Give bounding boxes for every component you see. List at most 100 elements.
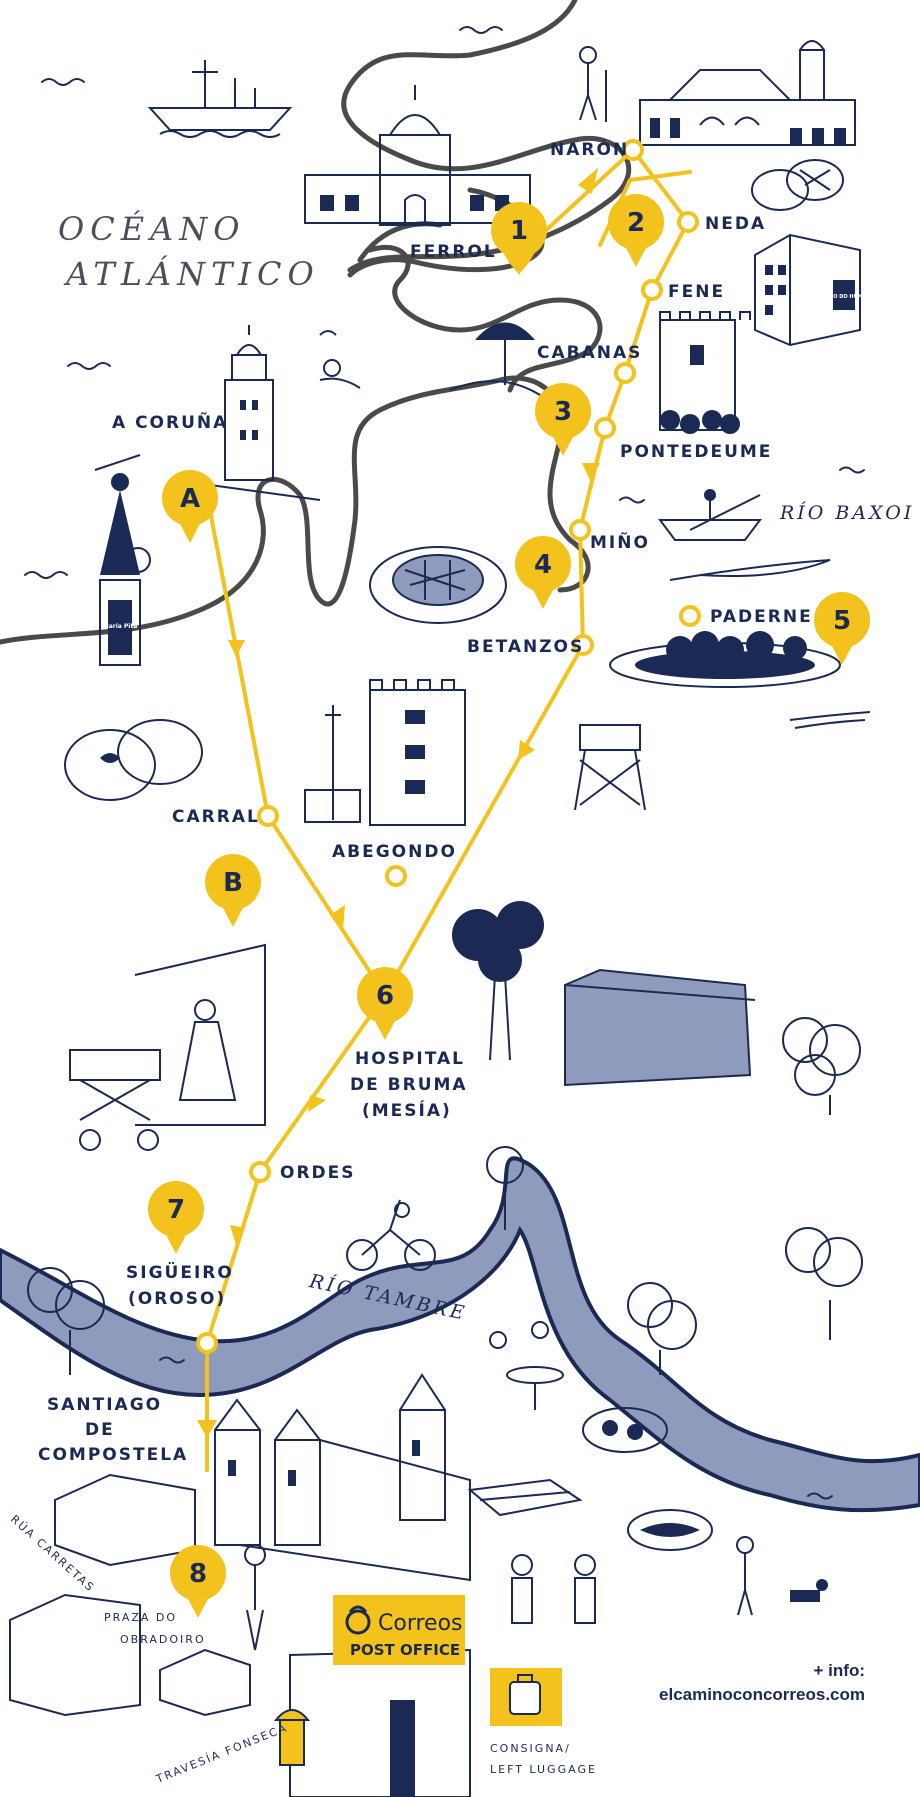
place-label-santiago-line3: COMPOSTELA <box>38 1445 188 1465</box>
cyclist-illustration <box>346 1199 436 1271</box>
waypoint-betanzos[interactable] <box>572 634 594 656</box>
stage-pin-3-label: 3 <box>554 397 572 427</box>
waypoint-abegondo[interactable] <box>385 865 407 887</box>
stage-pin-a-label: A <box>180 484 200 514</box>
trees-right-illustration <box>27 1017 863 1375</box>
waypoint-mino[interactable] <box>569 519 591 541</box>
stage-pin-a[interactable]: A <box>162 470 218 543</box>
mural-illustration <box>69 943 266 1151</box>
place-label-carral: CARRAL <box>172 807 260 827</box>
correos-post-office[interactable]: Correos POST OFFICE <box>333 1595 465 1665</box>
watchtower-illustration <box>574 724 646 811</box>
correos-brand: Correos <box>378 1611 463 1636</box>
info-url[interactable]: elcaminoconcorreos.com <box>659 1685 865 1704</box>
route-arrow-pontedeume-mino <box>582 463 600 480</box>
place-label-cabanas: CABANAS <box>537 343 642 363</box>
maria-pita-statue-illustration: María Pita <box>94 454 151 666</box>
stage-pin-1-label: 1 <box>510 216 528 246</box>
rio-tambre <box>0 1156 920 1513</box>
betanzos-monuments-illustration <box>304 679 466 826</box>
place-label-neda: NEDA <box>705 214 766 234</box>
sea-waves <box>24 26 865 1500</box>
pilgrim-naron-illustration <box>579 46 607 122</box>
route-arrow-sigueiro-santiago <box>197 1420 217 1438</box>
museo-do-humor-illustration: MUSEO DO HUMOR <box>754 233 871 347</box>
tortilla-illustration <box>369 546 507 624</box>
cafe-pilgrims-illustration <box>489 1321 564 1410</box>
place-label-santiago-line2: DE <box>85 1420 115 1440</box>
place-label-pontedeume: PONTEDEUME <box>620 442 772 462</box>
stage-pin-7[interactable]: 7 <box>148 1181 204 1254</box>
place-label-mino: MIÑO <box>590 530 650 553</box>
stage-pin-b-label: B <box>223 868 243 898</box>
place-labels: NARÓN NEDA FERROL FENE CABANAS PONTEDEUM… <box>38 138 811 1646</box>
waypoint-pontedeume[interactable] <box>594 417 616 439</box>
paderne-trees-illustration <box>609 631 871 729</box>
pilgrims-santiago-illustration <box>244 1544 596 1651</box>
place-label-praza-line2: OBRADOIRO <box>120 1633 206 1646</box>
stage-pin-5[interactable]: 5 <box>814 592 870 665</box>
waypoints <box>196 139 701 1354</box>
stage-pins: 1 2 3 4 5 6 7 <box>148 194 870 1618</box>
pontedeume-tower-illustration <box>659 311 751 434</box>
stage-pin-8[interactable]: 8 <box>170 1545 226 1618</box>
stage-pin-4-label: 4 <box>534 550 552 580</box>
waypoint-cabanas[interactable] <box>614 362 636 384</box>
left-luggage-label-line2: LEFT LUGGAGE <box>490 1763 597 1776</box>
place-label-sigueiro-line1: SIGÜEIRO <box>126 1261 234 1283</box>
stage-pin-1[interactable]: 1 <box>491 202 547 275</box>
place-label-ordes: ORDES <box>280 1163 356 1183</box>
info-label: + info: <box>814 1661 865 1680</box>
statue-plinth-label: María Pita <box>103 623 138 630</box>
waypoint-carral[interactable] <box>257 805 279 827</box>
left-luggage-label-line1: CONSIGNA/ <box>490 1742 571 1755</box>
rowing-boat-illustration <box>658 489 831 581</box>
stage-pin-2[interactable]: 2 <box>608 194 664 267</box>
naron-church-illustration <box>639 40 856 146</box>
place-label-hospital-line2: DE BRUMA <box>350 1075 468 1095</box>
ferrol-town-hall-illustration <box>304 85 531 226</box>
ocean-label-line1: OCÉANO <box>58 210 245 248</box>
tarta-illustration <box>467 1478 583 1517</box>
ship-illustration <box>147 60 293 138</box>
stage-pin-3[interactable]: 3 <box>535 383 591 456</box>
waypoint-fene[interactable] <box>641 279 663 301</box>
route-arrow-carral-hospital <box>330 905 345 930</box>
waypoint-naron[interactable] <box>622 139 644 161</box>
dog-walker-illustration <box>736 1536 828 1616</box>
mailbox-illustration <box>273 1709 311 1766</box>
stage-pin-5-label: 5 <box>833 606 851 636</box>
waypoint-neda[interactable] <box>677 211 699 233</box>
correos-subtitle: POST OFFICE <box>350 1641 460 1659</box>
route-arrows <box>197 168 600 1438</box>
stage-pin-6-label: 6 <box>376 981 394 1011</box>
river-label-baxoi: RÍO BAXOI <box>779 501 914 524</box>
place-label-naron: NARÓN <box>550 138 629 160</box>
place-label-hospital-line3: (MESÍA) <box>362 1099 452 1121</box>
stage-pin-6[interactable]: 6 <box>357 967 413 1040</box>
route-arrow-coruna-carral <box>228 640 245 657</box>
stage-pin-b[interactable]: B <box>205 854 261 927</box>
waypoint-sigueiro[interactable] <box>196 1332 218 1354</box>
street-label-travesia-fonseca: TRAVESÍA FONSECA <box>153 1721 289 1786</box>
route-arrow-ordes-sigueiro <box>230 1225 245 1245</box>
waypoint-paderne[interactable] <box>679 605 701 627</box>
tower-of-hercules-illustration <box>209 325 321 501</box>
route-arrow-betanzos-hospital <box>518 740 535 760</box>
place-label-santiago-line1: SANTIAGO <box>47 1395 162 1415</box>
place-label-abegondo: ABEGONDO <box>332 842 457 862</box>
place-label-hospital-line1: HOSPITAL <box>355 1049 465 1069</box>
beach-umbrella-illustration <box>319 322 541 396</box>
hospital-de-bruma-illustration <box>452 901 756 1087</box>
luggage-icon <box>509 1674 541 1715</box>
waypoint-ordes[interactable] <box>249 1161 271 1183</box>
place-label-praza-line1: PRAZA DO <box>104 1611 177 1624</box>
stage-pin-4[interactable]: 4 <box>515 536 571 609</box>
place-label-ferrol: FERROL <box>410 242 497 262</box>
street-label-rua-carretas: RÚA CARRETAS <box>8 1513 97 1595</box>
illustrations: MUSEO DO HUMOR <box>9 40 871 1797</box>
bread-rolls-illustration <box>64 719 203 801</box>
left-luggage[interactable]: CONSIGNA/ LEFT LUGGAGE <box>490 1668 597 1776</box>
stage-pin-2-label: 2 <box>627 208 645 238</box>
